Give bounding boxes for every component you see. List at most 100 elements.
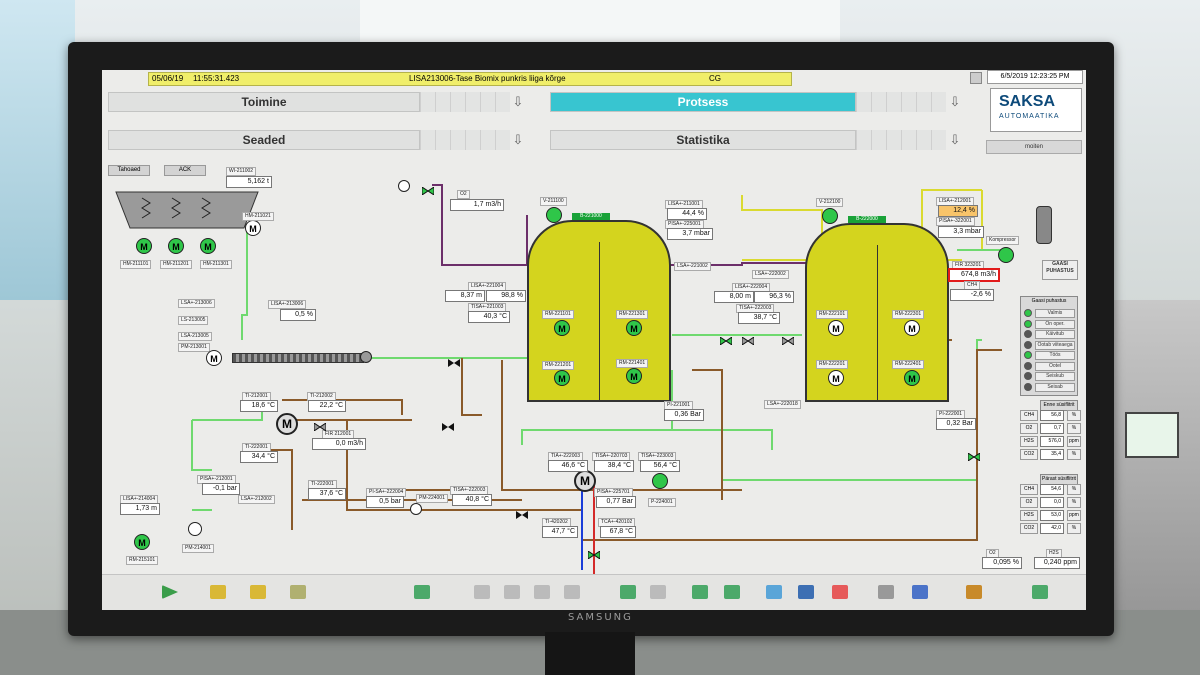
gas-row-value[interactable]: 576,0 (1040, 436, 1064, 447)
tank1-level-m-value[interactable]: 8,37 m (445, 290, 485, 302)
tank2-temp-value[interactable]: 38,7 °C (738, 312, 780, 324)
nav-protsess-arrow-icon[interactable]: ⇩ (949, 94, 961, 109)
status-label[interactable]: Töös (1035, 351, 1075, 360)
fir-323201-value[interactable]: 674,8 m3/h (948, 268, 1000, 282)
pm-214001-pump-icon[interactable] (188, 522, 202, 536)
tisa-220703-value[interactable]: 38,4 °C (594, 460, 634, 472)
p-224001-pump-icon[interactable] (652, 473, 668, 489)
info-icon[interactable] (912, 585, 928, 599)
rm-222401-motor-icon[interactable]: M (904, 370, 920, 386)
tisa-223003-value[interactable]: 56,4 °C (640, 460, 680, 472)
o2-compressor-icon[interactable] (398, 180, 410, 192)
o2-bottom-value[interactable]: 0,095 % (982, 557, 1022, 569)
tank1-level-pct-value[interactable]: 98,8 % (486, 290, 526, 302)
gas-row-value[interactable]: 0,7 (1040, 423, 1064, 434)
valve-icon[interactable] (587, 546, 601, 560)
heat-exchanger-2-icon[interactable]: M (574, 470, 596, 492)
valve-icon[interactable] (719, 332, 733, 346)
valve-icon[interactable] (781, 332, 795, 346)
nav-statistika-button[interactable]: Statistika (550, 130, 856, 150)
arrow-right-icon[interactable] (564, 585, 580, 599)
tank1-lisa2-value[interactable]: 44,4 % (667, 208, 707, 220)
ti-420202-value[interactable]: 47,7 °C (542, 526, 578, 538)
status-label[interactable]: Käivitub (1035, 330, 1075, 339)
o2-value[interactable]: 1,7 m3/h (450, 199, 504, 211)
tank1-pump-icon[interactable] (546, 207, 562, 223)
tisa-222003-value[interactable]: 40,8 °C (452, 494, 492, 506)
save-icon[interactable] (798, 585, 814, 599)
speaker-icon[interactable] (966, 585, 982, 599)
tia-222003-value[interactable]: 46,6 °C (548, 460, 588, 472)
pisa-222004-value[interactable]: 0,5 bar (366, 496, 404, 508)
hm-211201-motor-icon[interactable]: M (168, 238, 184, 254)
status-label[interactable]: Seiskub (1035, 372, 1075, 381)
hm-211301-motor-icon[interactable]: M (200, 238, 216, 254)
tank2-level-pct-value[interactable]: 96,3 % (754, 291, 794, 303)
lisa-213006-value[interactable]: 0,5 % (280, 309, 316, 321)
tank1-temp-value[interactable]: 40,3 °C (468, 311, 510, 323)
nav-toimine-arrow-icon[interactable]: ⇩ (512, 94, 524, 109)
valve-icon[interactable] (442, 418, 454, 431)
pencil-icon[interactable] (210, 585, 226, 599)
status-label[interactable]: Seisab (1035, 382, 1075, 392)
pm-224001-pump-icon[interactable] (410, 503, 422, 515)
open-folder-icon[interactable] (766, 585, 782, 599)
alarm-ack[interactable]: CG (709, 74, 721, 83)
nav-seaded-button[interactable]: Seaded (108, 130, 420, 150)
tank1-pisa-value[interactable]: 3,7 mbar (667, 228, 713, 240)
nav-seaded-arrow-icon[interactable]: ⇩ (512, 132, 524, 147)
tank2-pressure-value[interactable]: 0,32 Bar (936, 418, 976, 430)
tank2-level-m-value[interactable]: 8,00 m (714, 291, 754, 303)
gas-row-value[interactable]: 54,6 (1040, 484, 1064, 495)
nav-protsess-button[interactable]: Protsess (550, 92, 856, 112)
window-icon[interactable] (970, 72, 982, 84)
user-box[interactable]: moiten (986, 140, 1082, 154)
arrow-up-icon[interactable] (504, 585, 520, 599)
hm-211101-motor-icon[interactable]: M (136, 238, 152, 254)
ti-222001-value[interactable]: 34,4 °C (240, 451, 278, 463)
import-icon[interactable] (414, 585, 430, 599)
kompressor-icon[interactable] (998, 247, 1014, 263)
status-label[interactable]: Ootel (1035, 361, 1075, 371)
ti-222001b-value[interactable]: 37,6 °C (308, 488, 346, 500)
rm-221401-motor-icon[interactable]: M (626, 368, 642, 384)
tab-tahoaed[interactable]: Tahoaed (108, 165, 150, 176)
rm-221201-motor-icon[interactable]: M (554, 370, 570, 386)
rm-221301-motor-icon[interactable]: M (626, 320, 642, 336)
ti-212002-value[interactable]: 22,2 °C (308, 400, 346, 412)
h2s-bottom-value[interactable]: 0,240 ppm (1034, 557, 1080, 569)
gaasi-puhastus-button[interactable]: GAASI PUHASTUS (1042, 260, 1078, 280)
tank2-lisa2-value[interactable]: 12,4 % (938, 205, 978, 217)
rm-215101-motor-icon[interactable]: M (134, 534, 150, 550)
heat-exchanger-1-icon[interactable]: M (276, 413, 298, 435)
tca-420102-value[interactable]: 67,8 °C (600, 526, 636, 538)
gas-row-value[interactable]: 35,4 (1040, 449, 1064, 460)
rm-222301-motor-icon[interactable]: M (904, 320, 920, 336)
gas-row-value[interactable]: 56,8 (1040, 410, 1064, 421)
valve-icon[interactable] (741, 332, 755, 346)
back-green-icon[interactable] (692, 585, 708, 599)
checkmark-icon[interactable] (1032, 585, 1048, 599)
gas-row-value[interactable]: 42,0 (1040, 523, 1064, 534)
gas-row-value[interactable]: 53,0 (1040, 510, 1064, 521)
status-label[interactable]: On oper. (1035, 319, 1075, 329)
forward-green-icon[interactable] (724, 585, 740, 599)
nav-toimine-button[interactable]: Toimine (108, 92, 420, 112)
gas-row-value[interactable]: 0,0 (1040, 497, 1064, 508)
redo-icon[interactable] (650, 585, 666, 599)
nav-statistika-arrow-icon[interactable]: ⇩ (949, 132, 961, 147)
tab-ack[interactable]: ACK (164, 165, 206, 176)
rm-222101-motor-icon[interactable]: M (828, 320, 844, 336)
tank2-pump-icon[interactable] (822, 208, 838, 224)
pm-213001-motor-icon[interactable]: M (206, 350, 222, 366)
ti-212001-value[interactable]: 18,6 °C (240, 400, 278, 412)
valve-icon[interactable] (967, 448, 981, 462)
tank2-pisa-value[interactable]: 3,3 mbar (938, 226, 984, 238)
print-icon[interactable] (878, 585, 894, 599)
lisa-214004-value[interactable]: 1,73 m (120, 503, 160, 515)
folder-icon[interactable] (250, 585, 266, 599)
arrow-left-icon[interactable] (474, 585, 490, 599)
hm-211021-motor-icon[interactable]: M (245, 220, 261, 236)
valve-icon[interactable] (516, 506, 528, 519)
o2-valve-icon[interactable] (421, 182, 435, 196)
